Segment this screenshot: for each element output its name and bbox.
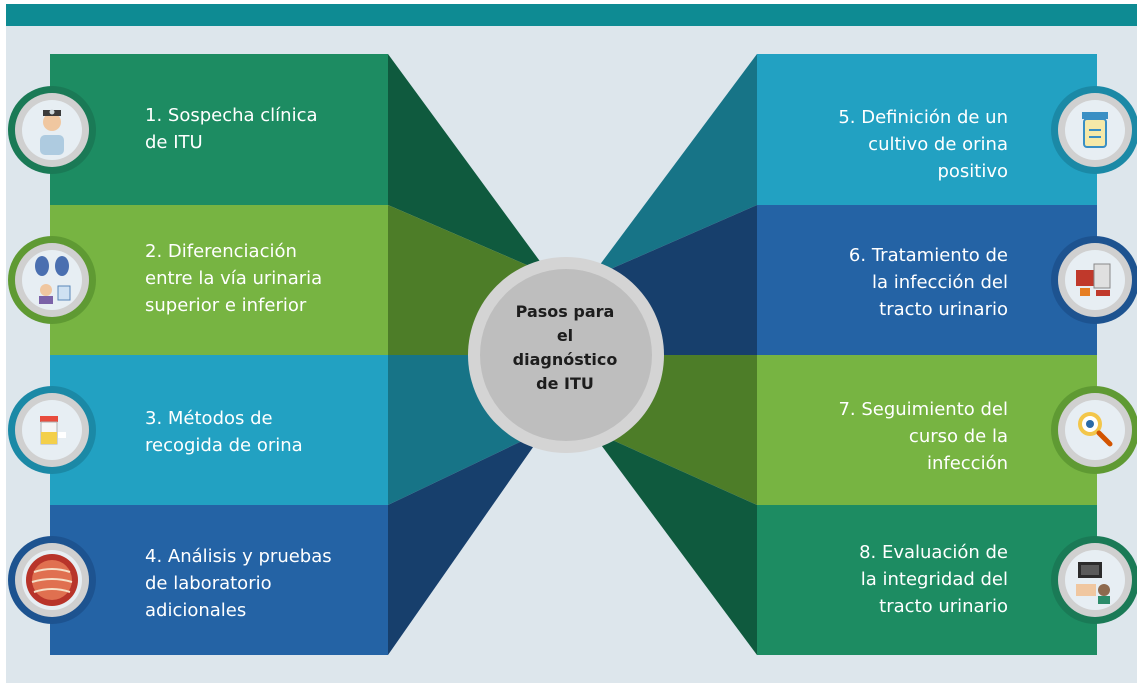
wedge-step-5 <box>590 54 757 278</box>
center-disc <box>480 269 652 441</box>
icon-badge-step-8 <box>1051 536 1137 624</box>
center-title: Pasos para el diagnóstico de ITU <box>512 302 618 393</box>
icon-badge-step-3 <box>8 386 96 474</box>
icon-badge-step-5 <box>1051 86 1137 174</box>
bar-step-5 <box>757 54 1097 205</box>
icon-badge-step-4 <box>8 536 96 624</box>
step-6-label: 6. Tratamiento de la infección del tract… <box>848 245 1008 320</box>
bar-step-4 <box>50 505 388 655</box>
step-5-label: 5. Definición de un cultivo de orina pos… <box>838 107 1008 182</box>
medicine-icon <box>1076 263 1111 296</box>
culture-cup-icon <box>1082 112 1108 148</box>
bar-step-6 <box>757 205 1097 355</box>
step-3-label: 3. Métodos de recogida de orina <box>145 408 303 456</box>
icon-badge-step-2 <box>8 236 96 324</box>
step-1-label: 1. Sospecha clínica de ITU <box>145 105 318 153</box>
ultrasound-icon <box>1076 562 1110 604</box>
header-bar <box>6 4 1137 26</box>
doctor-icon <box>40 109 64 155</box>
wedge-step-4 <box>388 430 545 655</box>
bar-step-2 <box>50 205 388 355</box>
wedge-step-1 <box>388 54 550 275</box>
step-2-label: 2. Diferenciación entre la vía urinaria … <box>145 241 323 316</box>
bar-step-8 <box>757 505 1097 655</box>
urine-cup-icon <box>40 416 66 445</box>
bar-step-7 <box>757 355 1097 505</box>
magnifier-eye-icon <box>1078 412 1113 447</box>
step-7-label: 7. Seguimiento del curso de la infección <box>838 399 1008 474</box>
bar-step-1 <box>50 54 388 205</box>
step-8-label: 8. Evaluación de la integridad del tract… <box>859 542 1008 617</box>
icon-badge-step-1 <box>8 86 96 174</box>
icon-badge-step-7 <box>1051 386 1137 474</box>
wedge-step-8 <box>590 430 757 655</box>
kidney-icon <box>35 256 71 304</box>
microscope-sample-icon <box>26 554 78 606</box>
icon-badge-step-6 <box>1051 236 1137 324</box>
bar-step-3 <box>50 355 388 505</box>
step-4-label: 4. Análisis y pruebas de laboratorio adi… <box>145 546 332 621</box>
